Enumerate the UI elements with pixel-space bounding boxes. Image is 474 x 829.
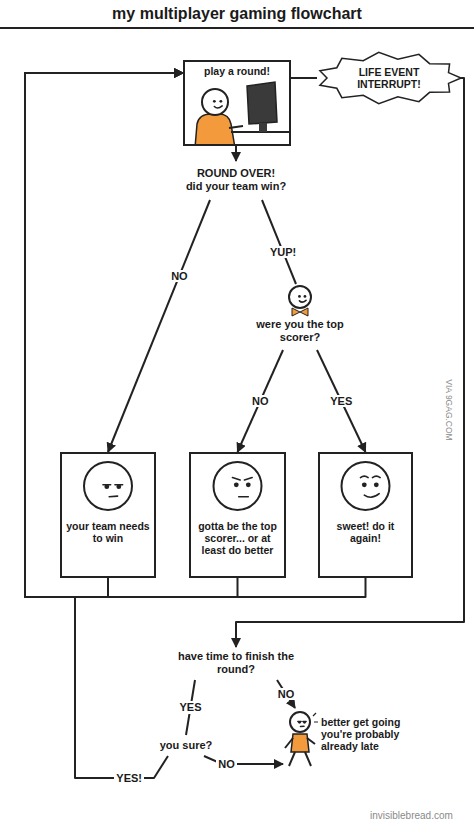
outcome-box: gotta be the top scorer... or at least d…	[189, 452, 286, 578]
body	[291, 734, 309, 752]
expression	[299, 300, 306, 302]
eye	[246, 482, 251, 487]
illustration	[320, 454, 411, 576]
expression	[360, 476, 380, 497]
node-text: LIFE EVENT INTERRUPT!	[347, 66, 431, 90]
drawing	[214, 462, 262, 510]
node-text: you sure?	[160, 739, 213, 752]
drawing	[342, 462, 390, 510]
drawing	[195, 82, 291, 146]
outcome-box: your team needs to win	[60, 452, 156, 578]
edge-label: YES!	[114, 772, 144, 784]
edge-label: NO	[216, 758, 237, 770]
drawing	[285, 712, 318, 766]
expression	[298, 722, 306, 727]
monitor	[247, 82, 277, 124]
connector	[25, 73, 183, 778]
connector	[25, 73, 183, 597]
limbs	[285, 738, 315, 766]
eye	[362, 482, 367, 487]
connector	[317, 350, 366, 452]
edge-label: YES	[177, 701, 203, 713]
node-text: have time to finish the round?	[160, 650, 312, 675]
drawing	[289, 286, 311, 316]
eye	[234, 482, 239, 487]
monitor-stand	[259, 123, 267, 132]
drawing	[84, 462, 132, 510]
expression	[232, 478, 252, 497]
head	[202, 89, 228, 115]
node-text: better get going you're probably already…	[321, 716, 425, 752]
head	[342, 462, 390, 510]
heading-text: ROUND OVER!	[197, 167, 275, 180]
edge-label: NO	[276, 688, 297, 700]
decision-text: ROUND OVER!did your team win?	[170, 162, 302, 198]
node-text: gotta be the top scorer... or at least d…	[195, 520, 280, 556]
eye	[374, 482, 379, 487]
decision-text: have time to finish the round?	[160, 648, 312, 678]
connector	[108, 200, 210, 452]
head	[289, 286, 311, 308]
outcome-box: sweet! do it again!	[318, 452, 413, 578]
decision-text: you sure?	[158, 736, 214, 754]
eye	[213, 100, 216, 103]
edge-label: NO	[169, 270, 190, 282]
node-text: sweet! do it again!	[324, 520, 407, 544]
watermark: VIA 9GAG.COM	[444, 379, 454, 440]
expression	[103, 485, 123, 497]
connector	[25, 73, 366, 597]
edge-label: YUP!	[268, 246, 298, 258]
process-box: play a round!	[183, 60, 291, 146]
connector	[238, 350, 284, 452]
illustration	[62, 454, 154, 576]
eye	[298, 295, 301, 298]
eye	[219, 100, 222, 103]
connector	[235, 146, 237, 161]
node-text: your team needs to win	[66, 520, 150, 544]
arm	[229, 126, 243, 128]
illustration	[191, 454, 284, 576]
head	[214, 462, 262, 510]
edge-label: YES	[328, 395, 354, 407]
edge-label: NO	[250, 395, 271, 407]
connector	[262, 200, 296, 284]
terminal-figure: better get going you're probably already…	[283, 708, 461, 770]
bow-tie	[292, 308, 308, 316]
title-rule	[0, 27, 474, 29]
watermark: invisiblebread.com	[370, 810, 453, 821]
expression	[214, 106, 222, 108]
drawing	[320, 52, 461, 103]
eye	[304, 295, 307, 298]
sweat-marks	[313, 713, 318, 722]
node-text: play a round!	[188, 65, 286, 77]
body	[195, 114, 235, 146]
connector	[291, 77, 317, 79]
title: my multiplayer gaming flowchart	[0, 5, 474, 23]
interrupt-burst: LIFE EVENT INTERRUPT!	[316, 52, 462, 104]
node-text: were you the top scorer?	[240, 318, 360, 343]
decision-text: were you the top scorer?	[238, 284, 362, 348]
burst-outline	[320, 52, 461, 103]
node-text: did your team win?	[186, 180, 286, 193]
head	[290, 712, 310, 732]
head	[84, 462, 132, 510]
